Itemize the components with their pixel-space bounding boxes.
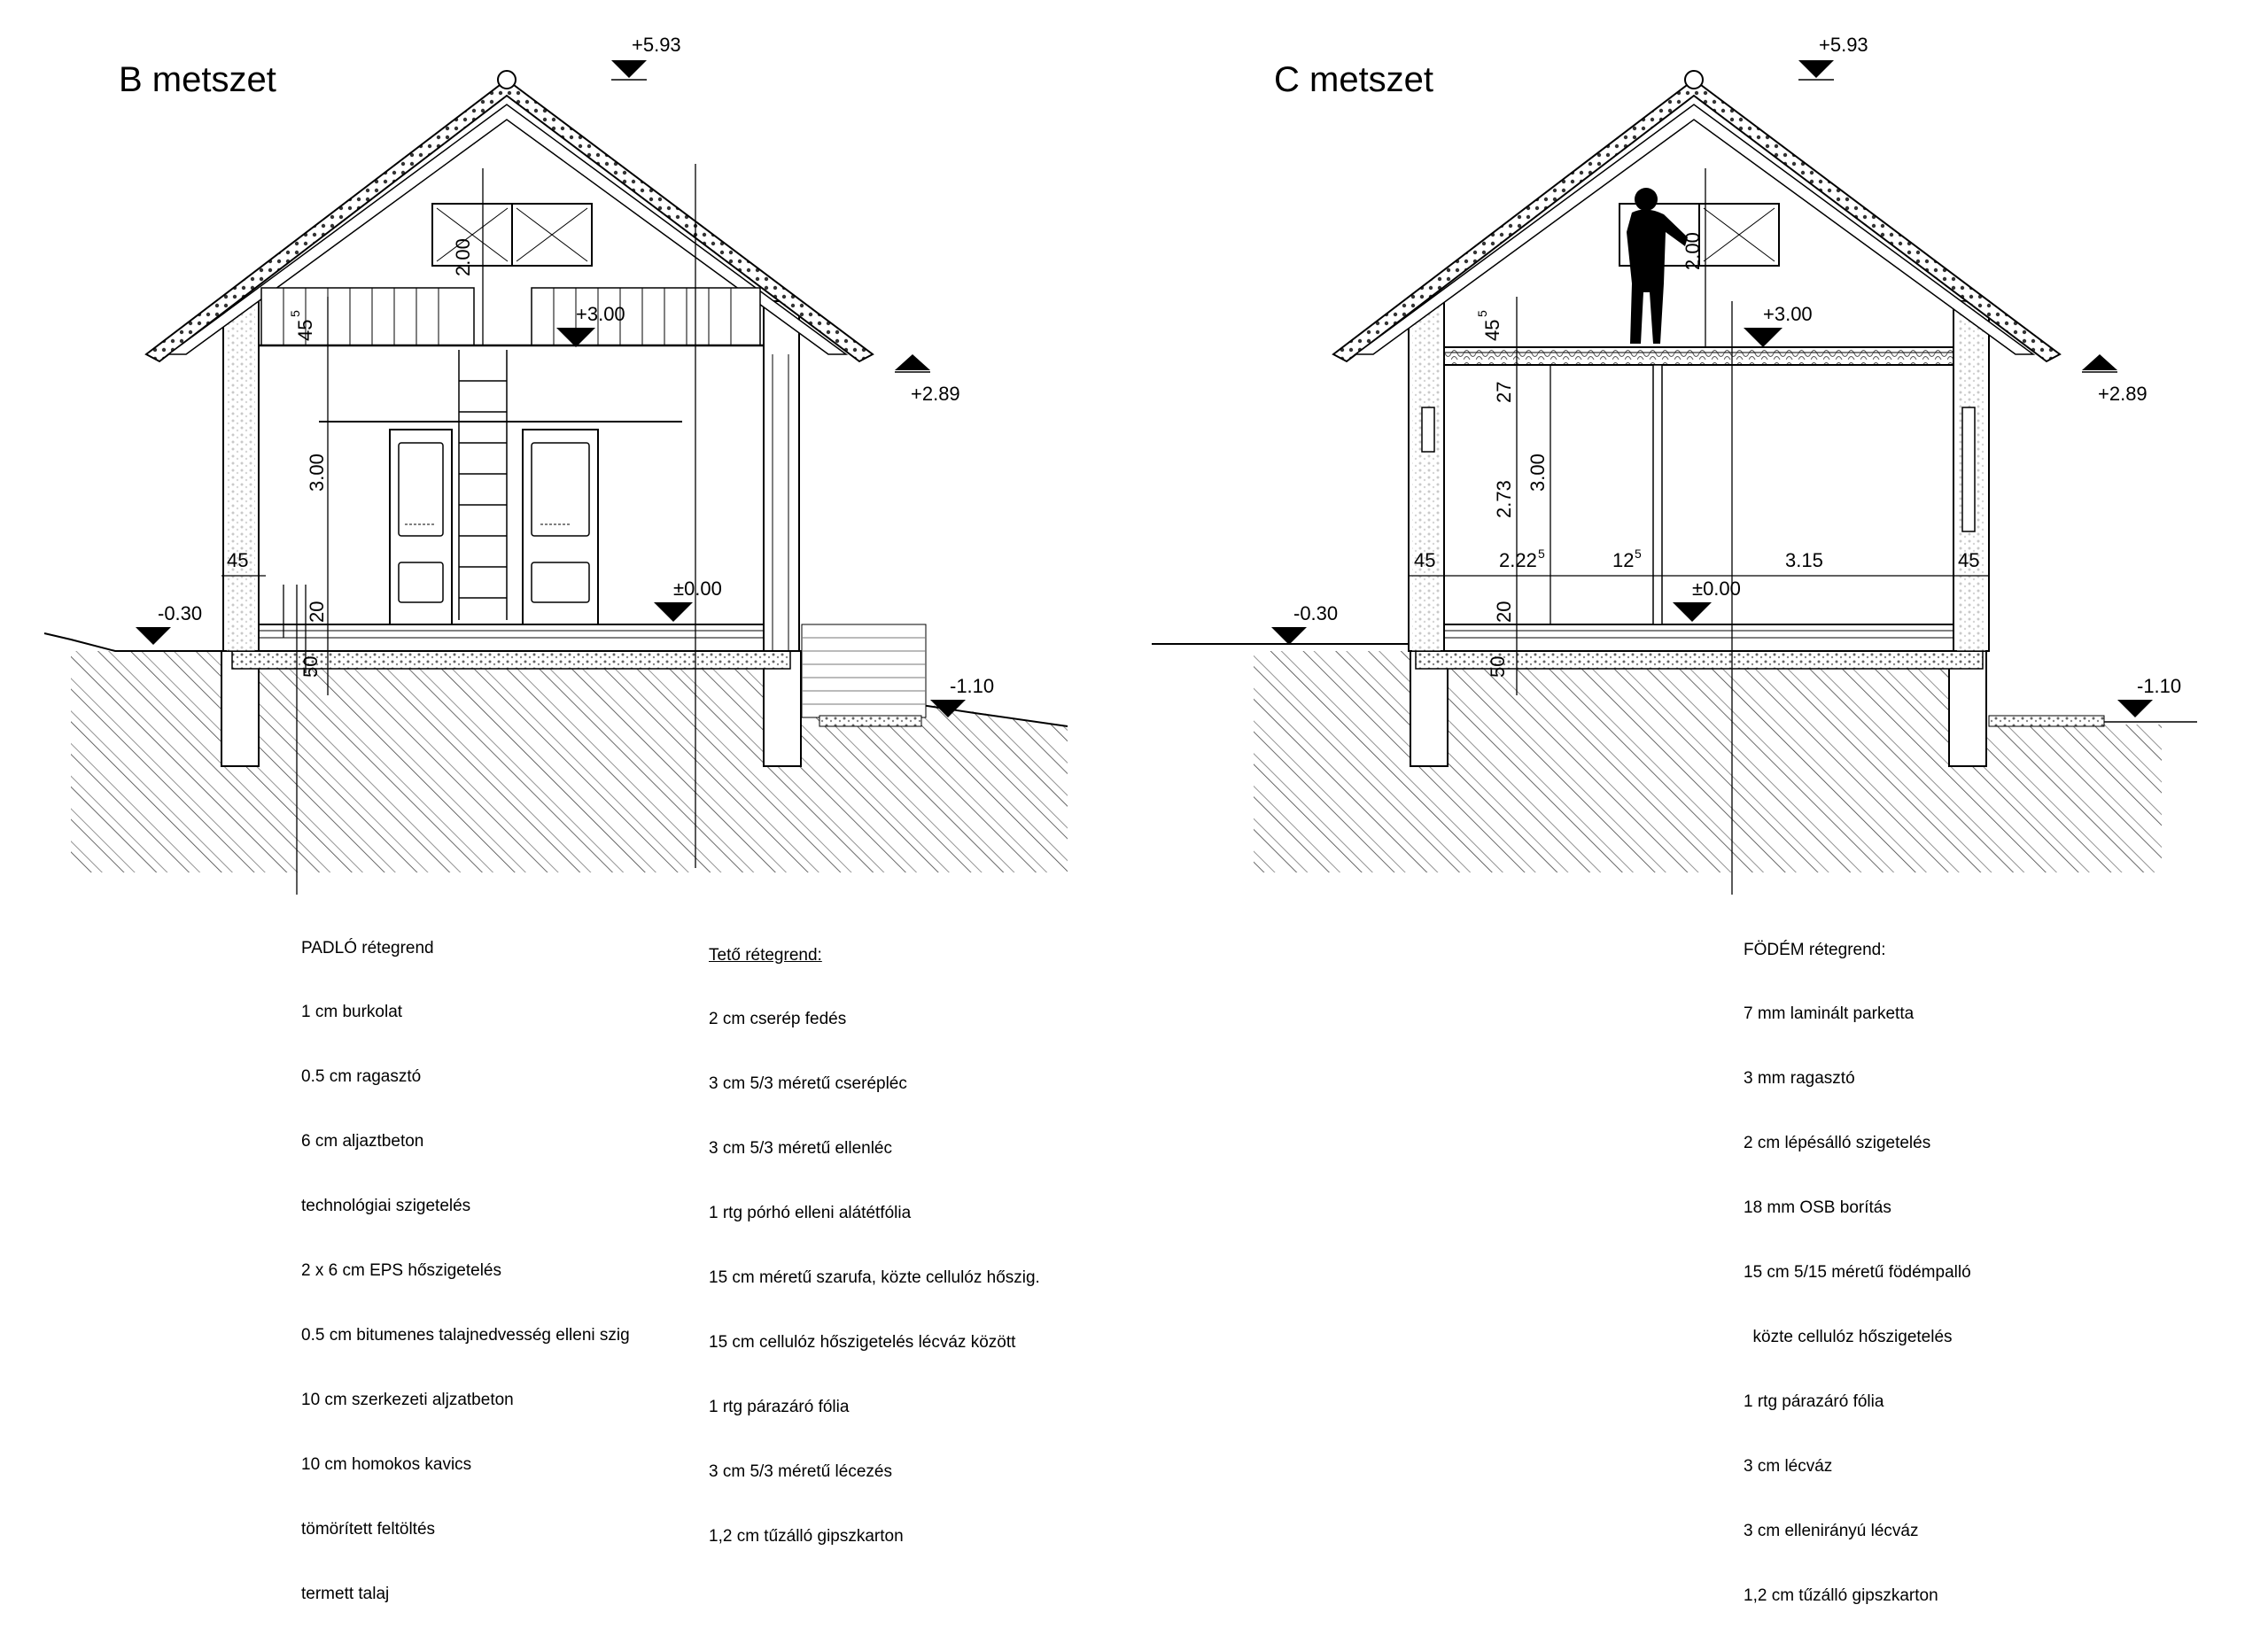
c-level-ground-left: -0.30	[1293, 602, 1338, 624]
legend-item: 3 cm ellenirányú lécváz	[1744, 1521, 1919, 1540]
slab-legend: FÖDÉM rétegrend: 7 mm laminált parketta …	[1744, 896, 1971, 1628]
c-partition	[1652, 364, 1663, 625]
c-dim-partition: 12	[1612, 549, 1634, 571]
c-level-attic: +3.00	[1763, 303, 1813, 325]
b-level-ridge: +5.93	[632, 34, 681, 56]
legend-item: 1,2 cm tűzálló gipszkarton	[709, 1526, 904, 1546]
b-marker-ground-left	[136, 627, 171, 645]
c-dim-slab: 27	[1493, 382, 1515, 403]
c-soil-hatch	[1254, 651, 2162, 872]
legend-item: 2 cm cserép fedés	[709, 1010, 847, 1029]
b-ground-line	[43, 632, 230, 652]
c-section: +5.93 +3.00 +2.89 ±0.00 -0.30 -1.10 45 4…	[1152, 34, 2197, 895]
c-dim-room-right: 3.15	[1785, 549, 1823, 571]
c-dim-floor-base: 50	[1487, 656, 1509, 678]
b-foundation-left	[221, 650, 260, 767]
b-section-title: B metszet	[119, 60, 276, 99]
b-marker-ridge	[611, 60, 647, 78]
c-dim-knee-sup: 5	[1475, 310, 1489, 317]
c-marker-attic	[1744, 328, 1783, 347]
c-marker-ground-floor	[1673, 602, 1712, 622]
c-dim-storey: 3.00	[1526, 454, 1549, 492]
legend-item: 6 cm aljaztbeton	[301, 1132, 424, 1151]
b-marker-ground-floor	[654, 602, 693, 622]
c-attic-slab	[1443, 346, 1954, 366]
legend-item: 1 cm burkolat	[301, 1003, 403, 1022]
legend-item: 1,2 cm tűzálló gipszkarton	[1744, 1585, 1938, 1605]
person-silhouette	[1627, 188, 1688, 344]
legend-item: 3 mm ragasztó	[1744, 1069, 1855, 1089]
c-dim-window: 2.00	[1682, 232, 1704, 270]
b-marker-ground-right	[930, 700, 966, 717]
legend-item: 2 cm lépésálló szigetelés	[1744, 1134, 1931, 1153]
legend-item: 18 mm OSB borítás	[1744, 1198, 1891, 1218]
b-level-ground-left: -0.30	[158, 602, 202, 624]
b-ladder	[458, 350, 508, 620]
b-foundation-right	[763, 650, 802, 767]
b-dim-knee-sup: 5	[288, 310, 302, 317]
c-dim-room-left-sup: 5	[1538, 547, 1545, 561]
b-dim-floor-build: 20	[306, 601, 328, 623]
legend-item: tömörített feltöltés	[301, 1519, 436, 1539]
b-marker-eave	[895, 354, 930, 370]
b-level-ground-floor: ±0.00	[673, 578, 722, 600]
b-dim-wall-left: 45	[227, 549, 248, 571]
c-dim-floor-build: 20	[1493, 601, 1515, 623]
c-dim-clear: 2.73	[1493, 480, 1515, 518]
c-marker-eave	[2082, 354, 2117, 370]
legend-item: technológiai szigetelés	[301, 1197, 471, 1216]
c-dim-knee: 45	[1481, 320, 1503, 341]
legend-item: 1 rtg pórhó elleni alátétfólia	[709, 1204, 912, 1223]
c-marker-ground-left	[1271, 627, 1307, 645]
b-door-left	[389, 429, 453, 625]
legend-item: 1 rtg párazáró fólia	[709, 1397, 850, 1416]
legend-item: 2 x 6 cm EPS hőszigetelés	[301, 1261, 501, 1281]
b-dim-floor-base: 50	[299, 656, 322, 678]
b-dim-storey: 3.00	[306, 454, 328, 492]
c-marker-ridge	[1798, 60, 1834, 78]
floor-legend: PADLÓ rétegrend 1 cm burkolat 0.5 cm rag…	[301, 895, 630, 1626]
roof-legend-heading: Tető rétegrend:	[709, 945, 822, 965]
c-level-ground-right: -1.10	[2137, 675, 2181, 697]
legend-item: 15 cm méretű szarufa, közte cellulóz hős…	[709, 1268, 1040, 1288]
legend-item: 0.5 cm bitumenes talajnedvesség elleni s…	[301, 1325, 630, 1345]
floor-legend-heading: PADLÓ rétegrend	[301, 938, 434, 957]
legend-item: 15 cm cellulóz hőszigetelés lécváz közöt…	[709, 1332, 1016, 1352]
legend-item: termett talaj	[301, 1584, 390, 1603]
b-door-right	[522, 429, 599, 625]
legend-item: 3 cm 5/3 méretű cserépléc	[709, 1074, 907, 1094]
c-section-title: C metszet	[1274, 60, 1434, 99]
c-dim-partition-sup: 5	[1635, 547, 1642, 561]
c-foundation-right	[1948, 650, 1987, 767]
legend-item: 10 cm szerkezeti aljzatbeton	[301, 1390, 514, 1409]
b-level-ground-right: -1.10	[950, 675, 994, 697]
b-marker-attic	[556, 328, 595, 347]
c-level-ground-floor: ±0.00	[1692, 578, 1741, 600]
c-dim-wall-right: 45	[1958, 549, 1979, 571]
b-wall-right	[763, 300, 800, 652]
c-level-ridge: +5.93	[1819, 34, 1868, 56]
b-level-attic: +3.00	[576, 303, 625, 325]
slab-legend-heading: FÖDÉM rétegrend:	[1744, 940, 1886, 959]
b-dim-knee: 45	[294, 320, 316, 341]
legend-item: 3 cm lécváz	[1744, 1456, 1833, 1476]
legend-item: 3 cm 5/3 méretű lécezés	[709, 1461, 892, 1481]
b-dim-window: 2.00	[452, 238, 474, 276]
c-dim-room-left: 2.22	[1499, 549, 1537, 571]
legend-item: 1 rtg párazáró fólia	[1744, 1392, 1884, 1411]
roof-legend: Tető rétegrend: 2 cm cserép fedés 3 cm 5…	[709, 902, 1040, 1569]
c-foundation-left	[1410, 650, 1449, 767]
legend-item: 3 cm 5/3 méretű ellenléc	[709, 1139, 892, 1159]
c-marker-ground-right	[2117, 700, 2153, 717]
c-level-eave: +2.89	[2098, 383, 2148, 405]
b-level-eave: +2.89	[911, 383, 960, 405]
legend-item: 15 cm 5/15 méretű födémpalló	[1744, 1263, 1971, 1283]
legend-item: 0.5 cm ragasztó	[301, 1067, 422, 1087]
legend-item: 10 cm homokos kavics	[301, 1454, 472, 1474]
legend-item: 7 mm laminált parketta	[1744, 1004, 1915, 1024]
legend-item: közte cellulóz hőszigetelés	[1744, 1327, 1953, 1346]
section-drawings: +5.93 +3.00 +2.89 ±0.00 -0.30 -1.10 45 4…	[43, 34, 2197, 895]
b-section: +5.93 +3.00 +2.89 ±0.00 -0.30 -1.10 45 4…	[43, 34, 1068, 895]
c-dim-wall-left: 45	[1414, 549, 1435, 571]
